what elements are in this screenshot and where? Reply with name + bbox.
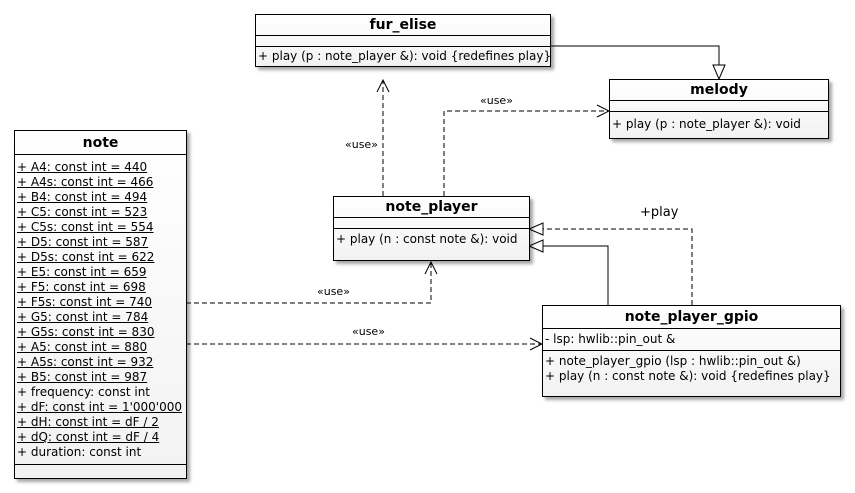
class-name: note_player [334, 197, 529, 218]
attribute: + dH: const int = dF / 2 [17, 415, 159, 429]
attribute: + G5: const int = 784 [17, 310, 149, 324]
attribute: + D5: const int = 587 [17, 235, 149, 249]
attribute: + dF: const int = 1'000'000 [17, 400, 182, 414]
operation: + play (n : const note &): void {redefin… [545, 369, 831, 383]
class-note-player[interactable]: note_player + play (n : const note &): v… [333, 196, 530, 261]
realization-gpio-note-player-play [529, 229, 693, 305]
attribute: + C5: const int = 523 [17, 205, 148, 219]
attribute: + duration: const int [17, 445, 142, 459]
operations-compartment: + note_player_gpio (lsp : hwlib::pin_out… [543, 351, 840, 396]
attributes-compartment: + A4: const int = 440+ A4s: const int = … [15, 155, 186, 465]
operations-compartment: + play (p : note_player &): void [610, 112, 828, 138]
attribute: + F5s: const int = 740 [17, 295, 153, 309]
attributes-compartment [334, 218, 529, 229]
class-melody[interactable]: melody + play (p : note_player &): void [609, 79, 829, 139]
operation: + play (n : const note &): void [336, 232, 518, 246]
operations-compartment [15, 465, 186, 478]
operation: + play (p : note_player &): void [612, 117, 801, 131]
use-label-melody: «use» [480, 94, 513, 107]
use-label-note-player: «use» [317, 285, 350, 298]
attribute: + F5: const int = 698 [17, 280, 146, 294]
attribute: + C5s: const int = 554 [17, 220, 154, 234]
operations-compartment: + play (n : const note &): void [334, 229, 529, 260]
attribute: + D5s: const int = 622 [17, 250, 155, 264]
class-note-player-gpio[interactable]: note_player_gpio - lsp: hwlib::pin_out &… [542, 305, 841, 397]
class-fur-elise[interactable]: fur_elise + play (p : note_player &): vo… [255, 14, 551, 67]
class-name: melody [610, 80, 828, 101]
class-note[interactable]: note + A4: const int = 440+ A4s: const i… [14, 130, 187, 479]
attribute: + E5: const int = 659 [17, 265, 147, 279]
attributes-compartment: - lsp: hwlib::pin_out & [543, 329, 840, 351]
attribute: + frequency: const int [17, 385, 151, 399]
attribute: + B4: const int = 494 [17, 190, 148, 204]
use-label-note-player-gpio: «use» [352, 325, 385, 338]
attribute: + A4: const int = 440 [17, 160, 148, 174]
generalization-fur-elise-melody [550, 45, 719, 79]
class-name: fur_elise [256, 15, 550, 36]
role-label-play: +play [640, 205, 679, 220]
attribute: + A5: const int = 880 [17, 340, 148, 354]
attributes-compartment [610, 101, 828, 112]
operations-compartment: + play (p : note_player &): void {redefi… [256, 47, 552, 66]
operation: + note_player_gpio (lsp : hwlib::pin_out… [545, 354, 801, 368]
attribute: + dQ: const int = dF / 4 [17, 430, 160, 444]
attribute: + A5s: const int = 932 [17, 355, 154, 369]
attribute: + G5s: const int = 830 [17, 325, 155, 339]
class-name: note [15, 131, 186, 155]
attribute: + A4s: const int = 466 [17, 175, 154, 189]
attributes-compartment [256, 36, 550, 47]
use-label-fur-elise: «use» [345, 138, 378, 151]
dependency-note-note-player [186, 262, 431, 304]
dependency-note-player-melody [443, 111, 609, 196]
class-name: note_player_gpio [543, 306, 840, 329]
generalization-gpio-note-player [529, 246, 609, 305]
attribute: + B5: const int = 987 [17, 370, 148, 384]
attribute: - lsp: hwlib::pin_out & [545, 332, 676, 346]
operation: + play (p : note_player &): void {redefi… [258, 49, 552, 63]
